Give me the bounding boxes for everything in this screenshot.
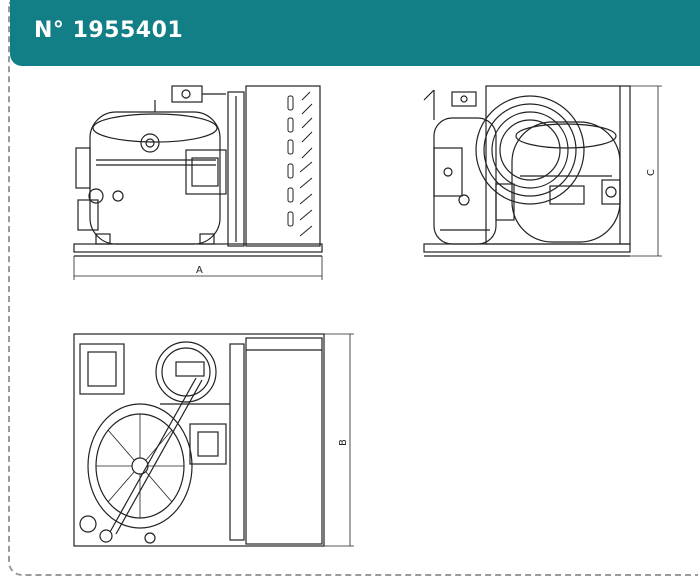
product-number: N° 1955401 bbox=[34, 18, 184, 43]
header-bar: N° 1955401 bbox=[10, 0, 700, 66]
dimension-a-label: A bbox=[196, 265, 203, 276]
card-frame bbox=[8, 2, 698, 576]
dimension-b-label: B bbox=[338, 439, 349, 446]
dimension-c-label: C bbox=[646, 169, 657, 176]
